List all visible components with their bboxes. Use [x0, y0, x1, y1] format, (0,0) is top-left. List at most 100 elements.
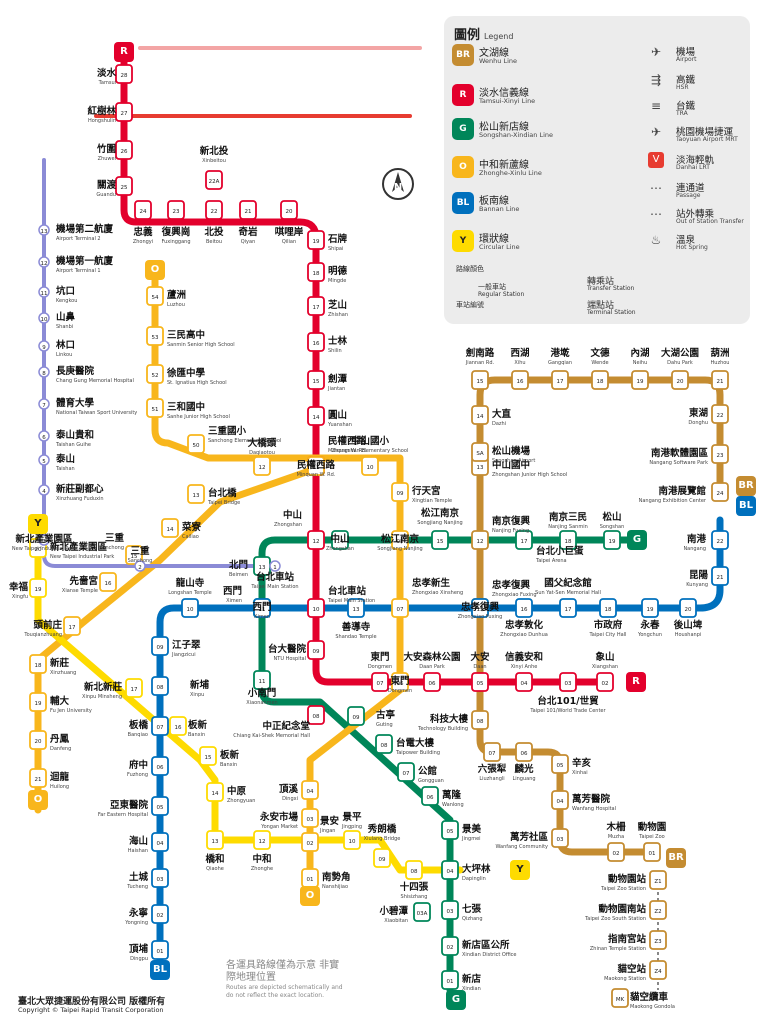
station-br18[interactable]: 18 [591, 370, 609, 390]
station-g14[interactable]: 14 [331, 530, 349, 550]
station-g15[interactable]: 15 [431, 530, 449, 550]
station-y17[interactable]: 17 [125, 678, 143, 698]
station-o52[interactable]: 52 [146, 364, 164, 384]
station-g03[interactable]: 03 [441, 900, 459, 920]
station-o51[interactable]: 51 [146, 398, 164, 418]
station-r03[interactable]: 03 [559, 672, 577, 692]
station-o08[interactable]: 08 [391, 530, 409, 550]
station-r22a[interactable]: 22A [205, 170, 223, 190]
station-bl06[interactable]: 06 [151, 756, 169, 776]
station-o01[interactable]: 01 [301, 868, 319, 888]
station-a5[interactable]: 5 [38, 454, 50, 466]
station-a7[interactable]: 7 [38, 398, 50, 410]
station-o18[interactable]: 18 [29, 654, 47, 674]
station-br14[interactable]: 14 [471, 405, 489, 425]
station-bl11[interactable]: 11 [253, 598, 271, 618]
station-o12[interactable]: 12 [253, 456, 271, 476]
station-g17[interactable]: 17 [515, 530, 533, 550]
station-br21[interactable]: 21 [711, 370, 729, 390]
station-g06[interactable]: 06 [421, 786, 439, 806]
station-br24[interactable]: 24 [711, 482, 729, 502]
station-bl05[interactable]: 05 [151, 796, 169, 816]
station-r27[interactable]: 27 [115, 102, 133, 122]
station-a2[interactable]: 2 [134, 560, 146, 572]
station-bl15[interactable]: 15 [471, 598, 489, 618]
station-o21[interactable]: 21 [29, 768, 47, 788]
station-y16[interactable]: 16 [169, 716, 187, 736]
station-bl01[interactable]: 01 [151, 940, 169, 960]
station-g08[interactable]: 08 [375, 734, 393, 754]
station-bl17[interactable]: 17 [559, 598, 577, 618]
station-br06[interactable]: 06 [515, 742, 533, 762]
station-bl18[interactable]: 18 [599, 598, 617, 618]
station-bl10[interactable]: 10 [181, 598, 199, 618]
station-br05[interactable]: 05 [551, 754, 569, 774]
station-o13[interactable]: 13 [187, 484, 205, 504]
station-br20[interactable]: 20 [671, 370, 689, 390]
station-y14[interactable]: 14 [206, 782, 224, 802]
station-o03[interactable]: 03 [301, 808, 319, 828]
station-br03[interactable]: 03 [551, 828, 569, 848]
station-a13[interactable]: 13 [38, 224, 50, 236]
station-g07[interactable]: 07 [397, 762, 415, 782]
station-br-z2[interactable]: Z2 [649, 900, 667, 920]
station-a11[interactable]: 11 [38, 286, 50, 298]
station-o11[interactable]: 11 [307, 456, 325, 476]
station-bl20[interactable]: 20 [679, 598, 697, 618]
station-o15[interactable]: 15 [125, 545, 143, 565]
station-o02[interactable]: 02 [301, 832, 319, 852]
station-r25[interactable]: 25 [115, 176, 133, 196]
station-bl07[interactable]: 07 [151, 716, 169, 736]
station-a9[interactable]: 9 [38, 340, 50, 352]
station-a8[interactable]: 8 [38, 366, 50, 378]
station-g18[interactable]: 18 [559, 530, 577, 550]
station-bl08[interactable]: 08 [151, 676, 169, 696]
station-br23[interactable]: 23 [711, 444, 729, 464]
station-y09[interactable]: 09 [373, 848, 391, 868]
station-bl13[interactable]: 13 [347, 598, 365, 618]
station-r07[interactable]: 07 [371, 672, 389, 692]
station-bl22[interactable]: 22 [711, 530, 729, 550]
station-bl19[interactable]: 19 [641, 598, 659, 618]
station-r20[interactable]: 20 [280, 200, 298, 220]
station-y12[interactable]: 12 [253, 830, 271, 850]
station-br-sa[interactable]: SA [471, 442, 489, 462]
station-r10[interactable]: 10 [307, 598, 325, 618]
station-r06[interactable]: 06 [423, 672, 441, 692]
station-a10[interactable]: 10 [38, 312, 50, 324]
station-r28[interactable]: 28 [115, 64, 133, 84]
station-r19[interactable]: 19 [307, 230, 325, 250]
station-r04[interactable]: 04 [515, 672, 533, 692]
station-y13[interactable]: 13 [206, 830, 224, 850]
station-g05[interactable]: 05 [441, 820, 459, 840]
station-r22[interactable]: 22 [205, 200, 223, 220]
station-a3[interactable]: 3 [38, 534, 50, 546]
station-o50[interactable]: 50 [187, 434, 205, 454]
station-br04[interactable]: 04 [551, 790, 569, 810]
station-r16[interactable]: 16 [307, 332, 325, 352]
station-r26[interactable]: 26 [115, 140, 133, 160]
station-o54[interactable]: 54 [146, 286, 164, 306]
station-br15[interactable]: 15 [471, 370, 489, 390]
station-bl03[interactable]: 03 [151, 868, 169, 888]
station-br01[interactable]: 01 [643, 842, 661, 862]
station-br08[interactable]: 08 [471, 710, 489, 730]
station-a6[interactable]: 6 [38, 430, 50, 442]
station-br02[interactable]: 02 [607, 842, 625, 862]
station-r05[interactable]: 05 [471, 672, 489, 692]
station-r17[interactable]: 17 [307, 296, 325, 316]
station-br-z3[interactable]: Z3 [649, 930, 667, 950]
station-bl16[interactable]: 16 [515, 598, 533, 618]
station-y19[interactable]: 19 [29, 578, 47, 598]
station-bl09[interactable]: 09 [151, 636, 169, 656]
station-o16[interactable]: 16 [99, 572, 117, 592]
station-o07[interactable]: 07 [391, 598, 409, 618]
station-bl21[interactable]: 21 [711, 566, 729, 586]
station-r09[interactable]: 09 [307, 640, 325, 660]
station-br16[interactable]: 16 [511, 370, 529, 390]
station-r21[interactable]: 21 [239, 200, 257, 220]
station-br-z1[interactable]: Z1 [649, 870, 667, 890]
station-br19[interactable]: 19 [631, 370, 649, 390]
station-y15[interactable]: 15 [199, 746, 217, 766]
station-o04[interactable]: 04 [301, 780, 319, 800]
